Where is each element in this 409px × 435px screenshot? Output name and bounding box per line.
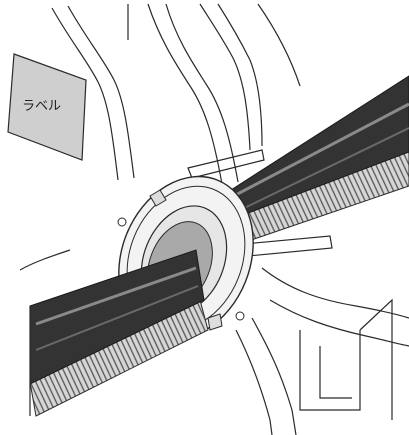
conduit-lower-left (29, 249, 209, 417)
conduit-lower-left-highlight-2 (35, 285, 199, 351)
frame-box-lower-right-2 (319, 346, 352, 399)
frame-line-upper-left (51, 7, 119, 181)
label-tag-shape (7, 53, 87, 161)
grommet-screw-top (117, 217, 127, 227)
conduit-upper-right (205, 75, 409, 251)
frame-line-upper-right-inner (217, 3, 263, 147)
frame-bracket-mid (243, 235, 333, 257)
frame-line-upper-right (199, 3, 251, 151)
grommet-screw-bottom (235, 311, 245, 321)
frame-line-lower-right-2 (269, 299, 409, 347)
grommet-clip-top (149, 189, 167, 207)
frame-line-lower-mid-2 (235, 329, 273, 435)
frame-line-right-edge (359, 298, 393, 420)
conduit-lower-left-highlight (35, 266, 197, 326)
frame-line-upper-mid-inner (165, 3, 239, 183)
frame-line-upper-mid (147, 3, 223, 185)
frame-line-left-lower (19, 249, 71, 271)
frame-bracket-top (187, 149, 265, 179)
conduit-upper-right-highlight (225, 102, 409, 202)
frame-line-upper-left-inner (67, 5, 135, 179)
label-tag-text: ラベル (22, 99, 61, 114)
frame-box-lower-right (299, 330, 361, 411)
frame-line-lower-mid (251, 317, 297, 435)
label-tag: ラベル (7, 53, 87, 161)
frame-line-lower-right-1 (261, 267, 409, 319)
conduit-upper-right-highlight-2 (231, 127, 409, 215)
grommet-clip-bottom (207, 313, 223, 331)
frame-line-top-right (257, 3, 301, 87)
body-panel-outline (19, 3, 409, 435)
